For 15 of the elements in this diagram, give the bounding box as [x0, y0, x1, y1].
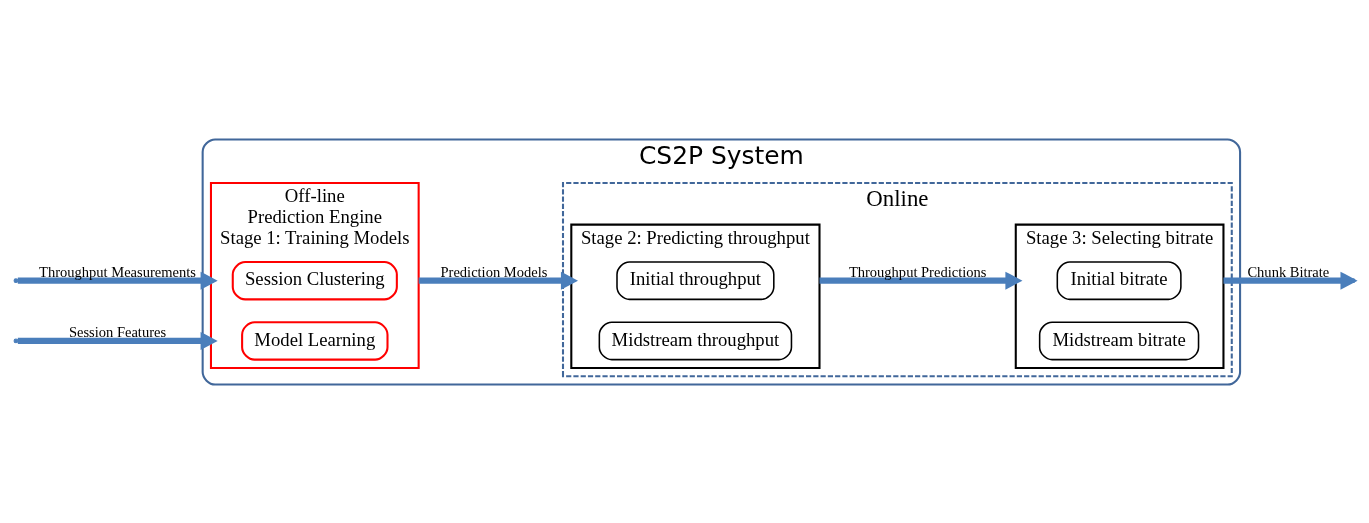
edge-label: Throughput Measurements [39, 263, 196, 280]
edge-label: Throughput Predictions [848, 263, 987, 280]
edge-label: Session Features [68, 323, 167, 340]
node-box: Midstream throughput [598, 320, 793, 360]
node-box: Midstream bitrate [1038, 320, 1200, 360]
edge-label: Prediction Models [440, 263, 548, 280]
node-box: Initial bitrate [1056, 260, 1182, 300]
edge-label: Chunk Bitrate [1247, 263, 1330, 280]
arrow [17, 331, 218, 350]
node-box: Model Learning [241, 320, 389, 361]
node-box: Session Clustering [231, 260, 398, 300]
arrow [418, 271, 578, 290]
arrow [17, 271, 218, 290]
node-box: Initial throughput [616, 260, 775, 300]
arrow [819, 271, 1023, 290]
